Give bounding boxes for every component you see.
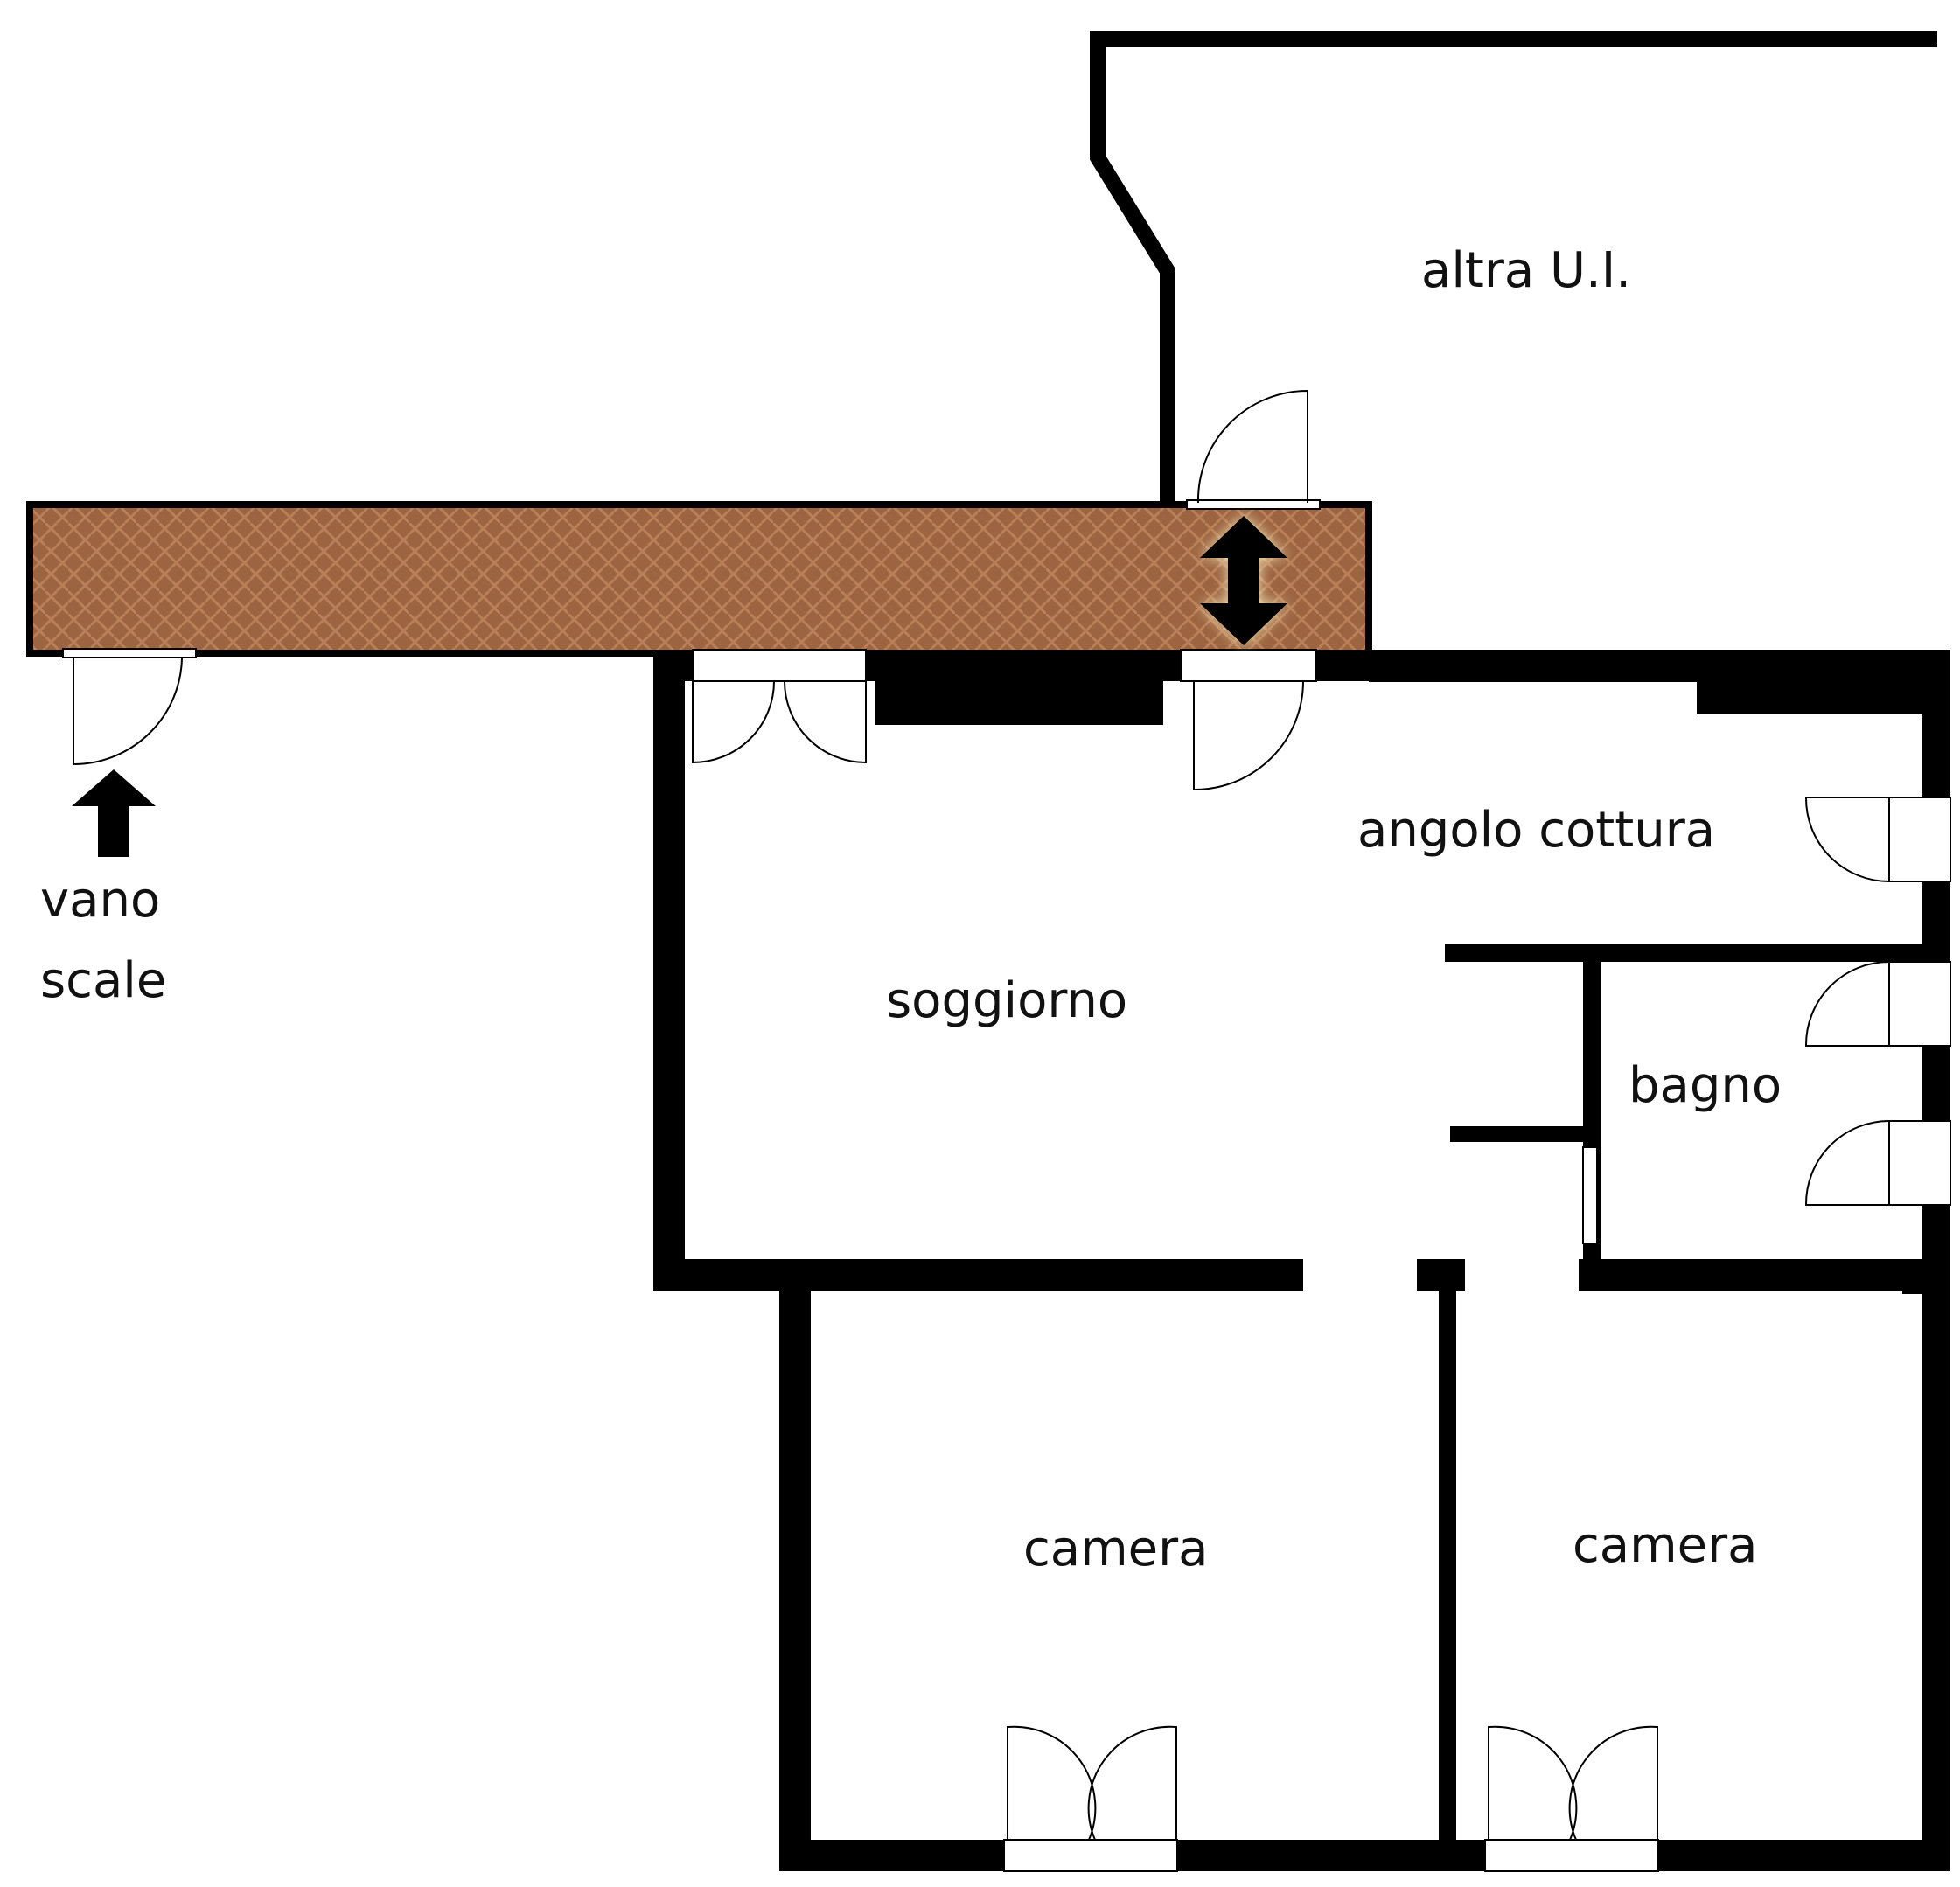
door-swing-living-right <box>784 680 867 764</box>
window-bedroom-right <box>1484 1839 1659 1872</box>
door-living-bedroom-right <box>1465 1259 1579 1291</box>
door-swing-bath-window-1 <box>1804 961 1890 1047</box>
bath-sliding-door <box>1582 1146 1598 1244</box>
arrow-up-icon <box>72 769 156 857</box>
structural-block <box>875 681 1163 725</box>
kitchen-corner-block <box>1697 681 1922 714</box>
door-swing-bedroom-right-2 <box>1568 1725 1658 1841</box>
living-left-wall <box>653 650 685 1291</box>
door-swing-corridor <box>1193 680 1304 791</box>
niche-wall <box>1450 1126 1590 1142</box>
label-bedroom-right: camera <box>1573 1517 1757 1574</box>
door-stairs-threshold <box>62 648 197 658</box>
door-swing-kitchen-window <box>1804 797 1890 882</box>
bedrooms-divider-wall <box>1439 1291 1456 1840</box>
door-other-unit-threshold <box>1186 499 1321 510</box>
other-unit-wall <box>1090 31 1937 503</box>
apartment-outer-wall <box>1369 650 1950 1294</box>
door-swing-bath-window-2 <box>1804 1120 1890 1206</box>
label-stairs-line1: vano <box>40 872 160 929</box>
kitchen-bath-wall <box>1445 944 1922 962</box>
bedrooms-bottom-wall <box>779 1840 1950 1871</box>
window-kitchen <box>1888 797 1951 882</box>
bedrooms-left-wall <box>779 1291 811 1871</box>
label-bathroom: bagno <box>1629 1057 1782 1114</box>
window-bath-1 <box>1888 961 1951 1047</box>
double-arrow-vertical-icon <box>1200 516 1287 645</box>
door-swing-bedroom-left-1 <box>1007 1725 1097 1841</box>
door-swing-bedroom-left-2 <box>1087 1725 1177 1841</box>
label-kitchen: angolo cottura <box>1357 802 1715 859</box>
bedrooms-right-wall <box>1922 1291 1950 1871</box>
door-living-bedroom-left <box>1303 1259 1417 1291</box>
door-corridor-opening <box>1180 649 1317 682</box>
window-living-top <box>692 649 867 682</box>
label-stairs-line2: scale <box>40 952 166 1009</box>
window-bath-2 <box>1888 1120 1951 1206</box>
label-other-unit: altra U.I. <box>1421 242 1631 299</box>
door-swing-living-left <box>692 680 775 764</box>
window-bedroom-left <box>1003 1839 1178 1872</box>
corridor-floor <box>26 501 1372 657</box>
door-swing-bedroom-right-1 <box>1488 1725 1578 1841</box>
door-swing-other-unit <box>1196 389 1308 504</box>
door-swing-stairs <box>73 657 183 766</box>
living-bottom-wall <box>653 1259 1950 1291</box>
label-bedroom-left: camera <box>1023 1521 1208 1577</box>
label-living: soggiorno <box>886 972 1127 1029</box>
